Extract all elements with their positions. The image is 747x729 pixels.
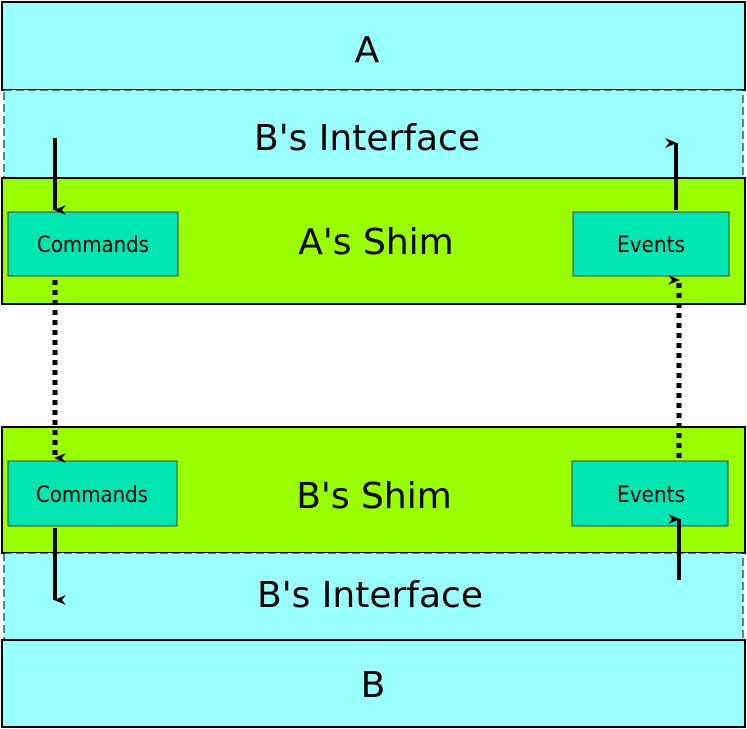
a-events-box [572,211,730,277]
b-commands-label: Commands [36,483,148,508]
a-commands-box [7,211,179,277]
a-label: A [355,30,380,71]
b-shim-label: B's Shim [296,476,452,517]
a-shim-label: A's Shim [298,222,453,263]
b-layer [1,639,746,728]
bottom-interface-label: B's Interface [257,575,483,616]
a-events-label: Events [617,233,685,258]
top-interface-layer [3,89,744,179]
b-events-box [571,460,729,527]
b-label: B [361,665,386,706]
a-layer [1,1,746,91]
b-commands-box [7,460,178,527]
b-events-label: Events [617,483,685,508]
top-interface-label: B's Interface [254,118,480,159]
a-commands-label: Commands [37,233,149,258]
